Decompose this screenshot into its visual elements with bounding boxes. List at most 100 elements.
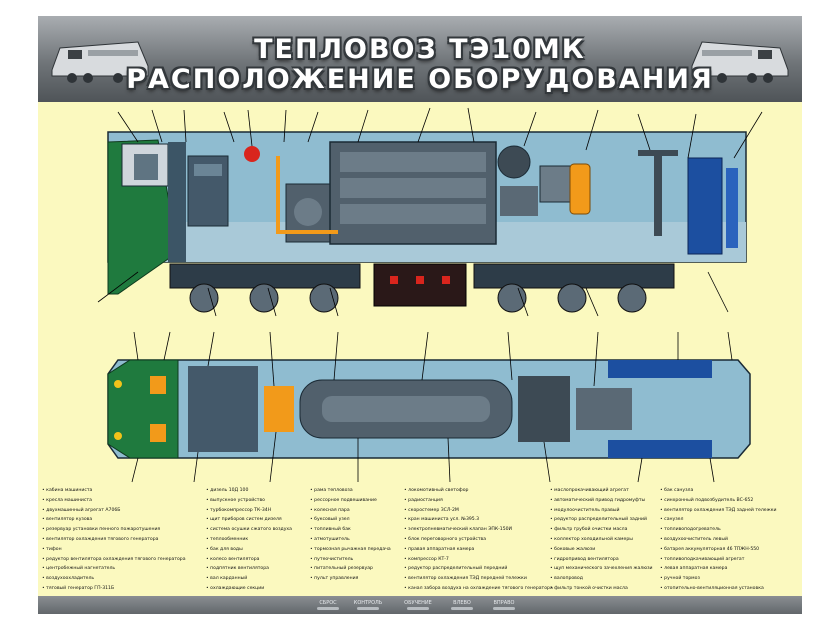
side-view-diagram [97,107,763,317]
legend-item: рама тепловоза [310,486,391,496]
rear-bogie [473,263,675,313]
legend-item: синхронный подвозбудитель ВС-652 [660,496,777,506]
legend-item: редуктор вентилятора охлаждения тягового… [42,555,185,565]
legend: кабина машиниста кресла машиниста двухма… [38,486,802,596]
red-valve [244,146,260,162]
legend-item: питательный резервуар [310,564,391,574]
legend-item: локомотивный светофор [404,486,553,496]
legend-item: резервуар установки пенного пожаротушени… [42,525,186,535]
locomotive-thumbnail-right [691,41,789,83]
legend-item: вентилятор кузова [42,515,186,525]
legend-item: бак санузла [660,486,777,496]
legend-item: отопительно-вентиляционная установка [660,584,777,594]
legend-item: батарея аккумуляторная 46 ТПЖН-550 [660,545,777,555]
right-button[interactable]: ВПРАВО [484,600,524,610]
legend-column-6: бак санузла синхронный подвозбудитель ВС… [660,486,777,594]
legend-item: кран машиниста усл. №395.3 [404,515,553,525]
legend-item: компрессор КТ-7 [404,555,553,565]
poster: ТЕПЛОВОЗ ТЭ10МК РАСПОЛОЖЕНИЕ ОБОРУДОВАНИ… [38,16,802,614]
legend-item: модулоочиститель правый [550,506,653,516]
orange-piping [276,156,338,234]
legend-item: охлаждающие секции [206,584,292,594]
legend-item: тяговый генератор ГП-311Б [42,584,186,594]
fan-assembly [638,150,678,236]
compressor [539,165,573,203]
oil-filter [569,163,591,215]
title-line-2: РАСПОЛОЖЕНИЕ ОБОРУДОВАНИЯ [126,64,714,95]
legend-item: левая аппаратная камера [660,564,777,574]
legend-item: тормозная рычажная передача [310,545,391,555]
legend-column-1: кабина машиниста кресла машиниста двухма… [42,486,186,594]
legend-item: кабина машиниста [42,486,186,496]
legend-column-5: маслопрокачивающий агрегат автоматически… [550,486,653,594]
legend-item: вентилятор охлаждения ТЭД передней тележ… [404,574,553,584]
legend-item: двухмашинный агрегат А706Б [42,506,186,516]
legend-item: гидропривод вентилятора [550,555,653,565]
legend-item: турбокомпрессор ТК-34Н [206,506,292,516]
legend-item: канал забора воздуха на охлаждение тягов… [404,584,553,594]
legend-item: рессорное подвешивание [310,496,391,506]
training-button[interactable]: ОБУЧЕНИЕ [398,600,438,610]
legend-item: фильтр тонкой очистки масла [550,584,653,594]
plan-view-diagram [107,331,751,483]
plan-leader-lines [131,331,733,483]
legend-item: блок переговорного устройства [404,535,553,545]
legend-item: фильтр грубой очистки масла [550,525,653,535]
legend-item: путеочиститель [310,555,391,565]
legend-item: санузел [660,515,777,525]
legend-item: выпускное устройство [206,496,292,506]
legend-item: колесо вентилятора [206,555,292,565]
control-panel [187,155,229,227]
reset-button[interactable]: СБРОС [308,600,348,610]
legend-item: редуктор распределительный задний [550,515,653,525]
legend-item: ручной тормоз [660,574,777,584]
legend-item: воздухоочиститель левый [660,535,777,545]
legend-item: тифон [42,545,186,555]
plan-cab [107,359,179,459]
legend-item: топливоподкачивающий агрегат [660,555,777,565]
legend-item: валопровод [550,574,653,584]
header-band: ТЕПЛОВОЗ ТЭ10МК РАСПОЛОЖЕНИЕ ОБОРУДОВАНИ… [38,16,802,102]
legend-item: топливоподогреватель [660,525,777,535]
legend-item: редуктор распределительный передний [404,564,553,574]
legend-item: вентилятор охлаждения ТЭД задней тележки [660,506,776,516]
side-leader-lines [97,107,763,317]
legend-item: вентилятор охлаждения тягового генератор… [42,535,186,545]
legend-column-2: дизель 10Д 100 выпускное устройство турб… [206,486,292,594]
legend-item: атмотушитель [310,535,391,545]
legend-item: щит приборов систем дизеля [206,515,292,525]
legend-item: топливный бак [310,525,391,535]
locomotive-thumbnail-left [51,41,149,83]
legend-item: вал карданный [206,574,292,584]
turbocharger [497,145,538,216]
legend-item: центробежный нагнетатель [42,564,186,574]
legend-item: щуп механического зачехления жалюзи [550,564,652,574]
control-bar: СБРОС КОНТРОЛЬ ОБУЧЕНИЕ ВЛЕВО ВПРАВО [38,596,802,614]
plan-equipment [188,366,632,452]
legend-item: система осушки сжатого воздуха [206,525,292,535]
legend-item: боковые жалюзи [550,545,653,555]
legend-column-3: рама тепловоза рессорное подвешивание ко… [310,486,391,584]
legend-item: пульт управления [310,574,391,584]
legend-item: теплообменник [206,535,292,545]
legend-item: буксовый узел [310,515,391,525]
legend-item: маслопрокачивающий агрегат [550,486,653,496]
title-line-1: ТЕПЛОВОЗ ТЭ10МК [254,34,586,65]
cab-front [107,139,186,295]
legend-item: кресла машиниста [42,496,186,506]
legend-item: правая аппаратная камера [404,545,553,555]
front-bogie [169,263,361,313]
legend-item: радиостанция [404,496,553,506]
legend-item: скоростемер ЗСЛ-2М [404,506,553,516]
fuel-tank [373,263,467,307]
legend-item: электропневматический клапан ЭПК-150И [404,525,553,535]
control-button[interactable]: КОНТРОЛЬ [348,600,388,610]
left-button[interactable]: ВЛЕВО [442,600,482,610]
diesel-engine [329,141,497,245]
legend-column-4: локомотивный светофор радиостанция скоро… [404,486,553,594]
legend-item: воздухоохладитель [42,574,186,584]
radiator-sections [687,157,738,255]
legend-item: бак для воды [206,545,292,555]
legend-item: дизель 10Д 100 [206,486,292,496]
legend-item: колесная пара [310,506,391,516]
